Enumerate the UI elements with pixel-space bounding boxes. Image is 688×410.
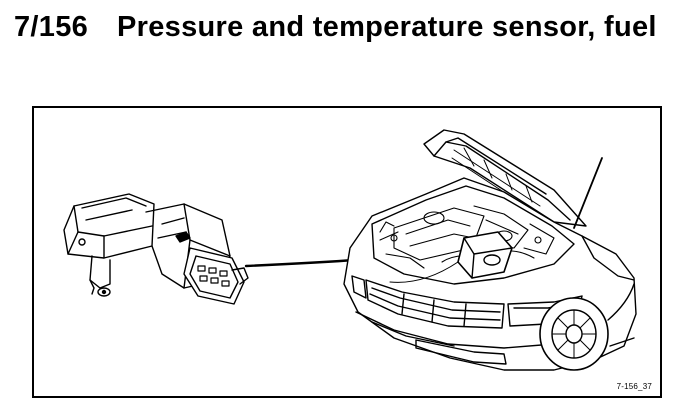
car-engine-bay-drawing	[343, 129, 637, 371]
fuel-sensor-drawing	[63, 193, 249, 305]
component-title: Pressure and temperature sensor, fuel	[117, 11, 657, 43]
component-code: 7/156	[14, 11, 89, 43]
section-heading: 7/156 Pressure and temperature sensor, f…	[0, 8, 688, 88]
illustration-drawing	[63, 129, 637, 371]
illustration-frame: 7-156_37	[32, 106, 662, 398]
figure-reference: 7-156_37	[616, 382, 652, 391]
